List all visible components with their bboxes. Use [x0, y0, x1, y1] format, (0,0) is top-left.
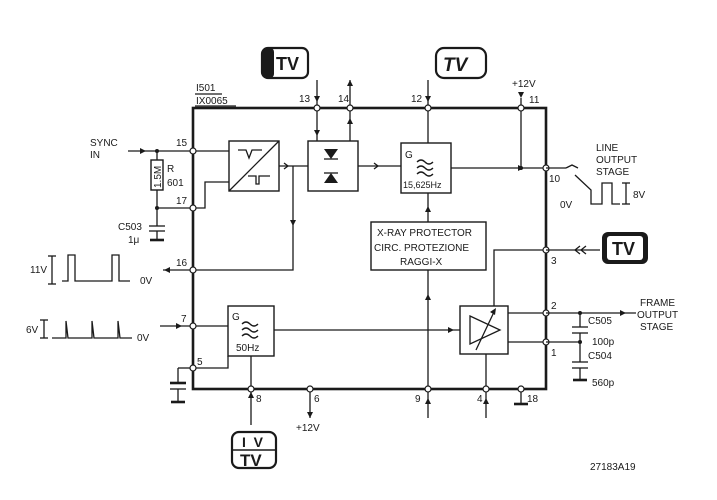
- tv-badge-1: TV: [260, 46, 310, 80]
- svg-text:TV: TV: [240, 451, 262, 470]
- pin7-zero: 0V: [137, 333, 150, 344]
- svg-text:X-RAY PROTECTOR: X-RAY PROTECTOR: [377, 228, 472, 239]
- svg-text:RAGGI-X: RAGGI-X: [400, 257, 443, 268]
- phase-detector-block: [307, 140, 359, 192]
- c505-ref: C505: [588, 316, 612, 327]
- pin-6: 6: [314, 394, 320, 405]
- supply-bottom: +12V: [296, 423, 320, 434]
- frame-output-2: OUTPUT: [637, 310, 678, 321]
- r601-ref-1: R: [167, 164, 174, 175]
- pin16-zero: 0V: [140, 276, 153, 287]
- tv-badge-2: TV: [434, 46, 488, 80]
- pin-8: 8: [256, 394, 262, 405]
- frame-output-1: FRAME: [640, 298, 675, 309]
- r601-value: 1.5M: [153, 166, 164, 188]
- supply-top: +12V: [512, 79, 536, 90]
- svg-text:TV: TV: [443, 55, 469, 76]
- tv-badge-3: TV: [602, 232, 648, 264]
- pin-16: 16: [176, 258, 188, 269]
- line-out-waveform: [574, 174, 620, 205]
- pin-9: 9: [415, 394, 421, 405]
- pin-11: 11: [529, 95, 540, 106]
- c504-val: 560p: [592, 378, 615, 389]
- ic-part: IX0065: [196, 96, 228, 107]
- line-out-amp: 8V: [633, 190, 646, 201]
- svg-text:CIRC. PROTEZIONE: CIRC. PROTEZIONE: [374, 243, 469, 254]
- r601-ref-2: 601: [167, 178, 184, 189]
- pin-7: 7: [181, 314, 187, 325]
- line-output-2: OUTPUT: [596, 155, 637, 166]
- svg-text:I V: I V: [242, 434, 264, 450]
- pin-12: 12: [411, 94, 423, 105]
- pin-4: 4: [477, 394, 483, 405]
- svg-text:TV: TV: [612, 239, 635, 259]
- sync-in-label-2: IN: [90, 150, 100, 161]
- pin-18: 18: [527, 394, 539, 405]
- frame-output-3: STAGE: [640, 322, 673, 333]
- sync-in-label-1: SYNC: [90, 138, 118, 149]
- pin7-waveform: [52, 320, 132, 339]
- line-oscillator-block: [400, 142, 452, 194]
- pin7-amp: 6V: [26, 325, 39, 336]
- pin-10: 10: [549, 174, 561, 185]
- pin-3: 3: [551, 256, 557, 267]
- ic-ref: I501: [196, 83, 216, 94]
- figure-code: 27183A19: [590, 462, 636, 473]
- pin-5: 5: [197, 357, 203, 368]
- pin-17: 17: [176, 196, 188, 207]
- pin16-amp: 11V: [30, 265, 47, 276]
- tv-badge-4: I V TV: [230, 430, 278, 470]
- line-output-1: LINE: [596, 143, 619, 154]
- c504-ref: C504: [588, 351, 612, 362]
- pin-14: 14: [338, 94, 350, 105]
- pin-15: 15: [176, 138, 188, 149]
- pin-13: 13: [299, 94, 311, 105]
- svg-text:TV: TV: [276, 54, 299, 74]
- line-osc-freq: 15,625Hz: [403, 180, 442, 190]
- line-out-zero: 0V: [560, 200, 573, 211]
- svg-text:G: G: [232, 312, 240, 323]
- c505-val: 100p: [592, 337, 615, 348]
- pin-2: 2: [551, 301, 557, 312]
- line-output-3: STAGE: [596, 167, 629, 178]
- c503-val: 1μ: [128, 235, 140, 246]
- c503-ref: C503: [118, 222, 142, 233]
- pin16-waveform: [62, 254, 130, 282]
- frame-osc-freq: 50Hz: [236, 343, 259, 354]
- pin-1: 1: [551, 348, 557, 359]
- svg-text:G: G: [405, 150, 413, 161]
